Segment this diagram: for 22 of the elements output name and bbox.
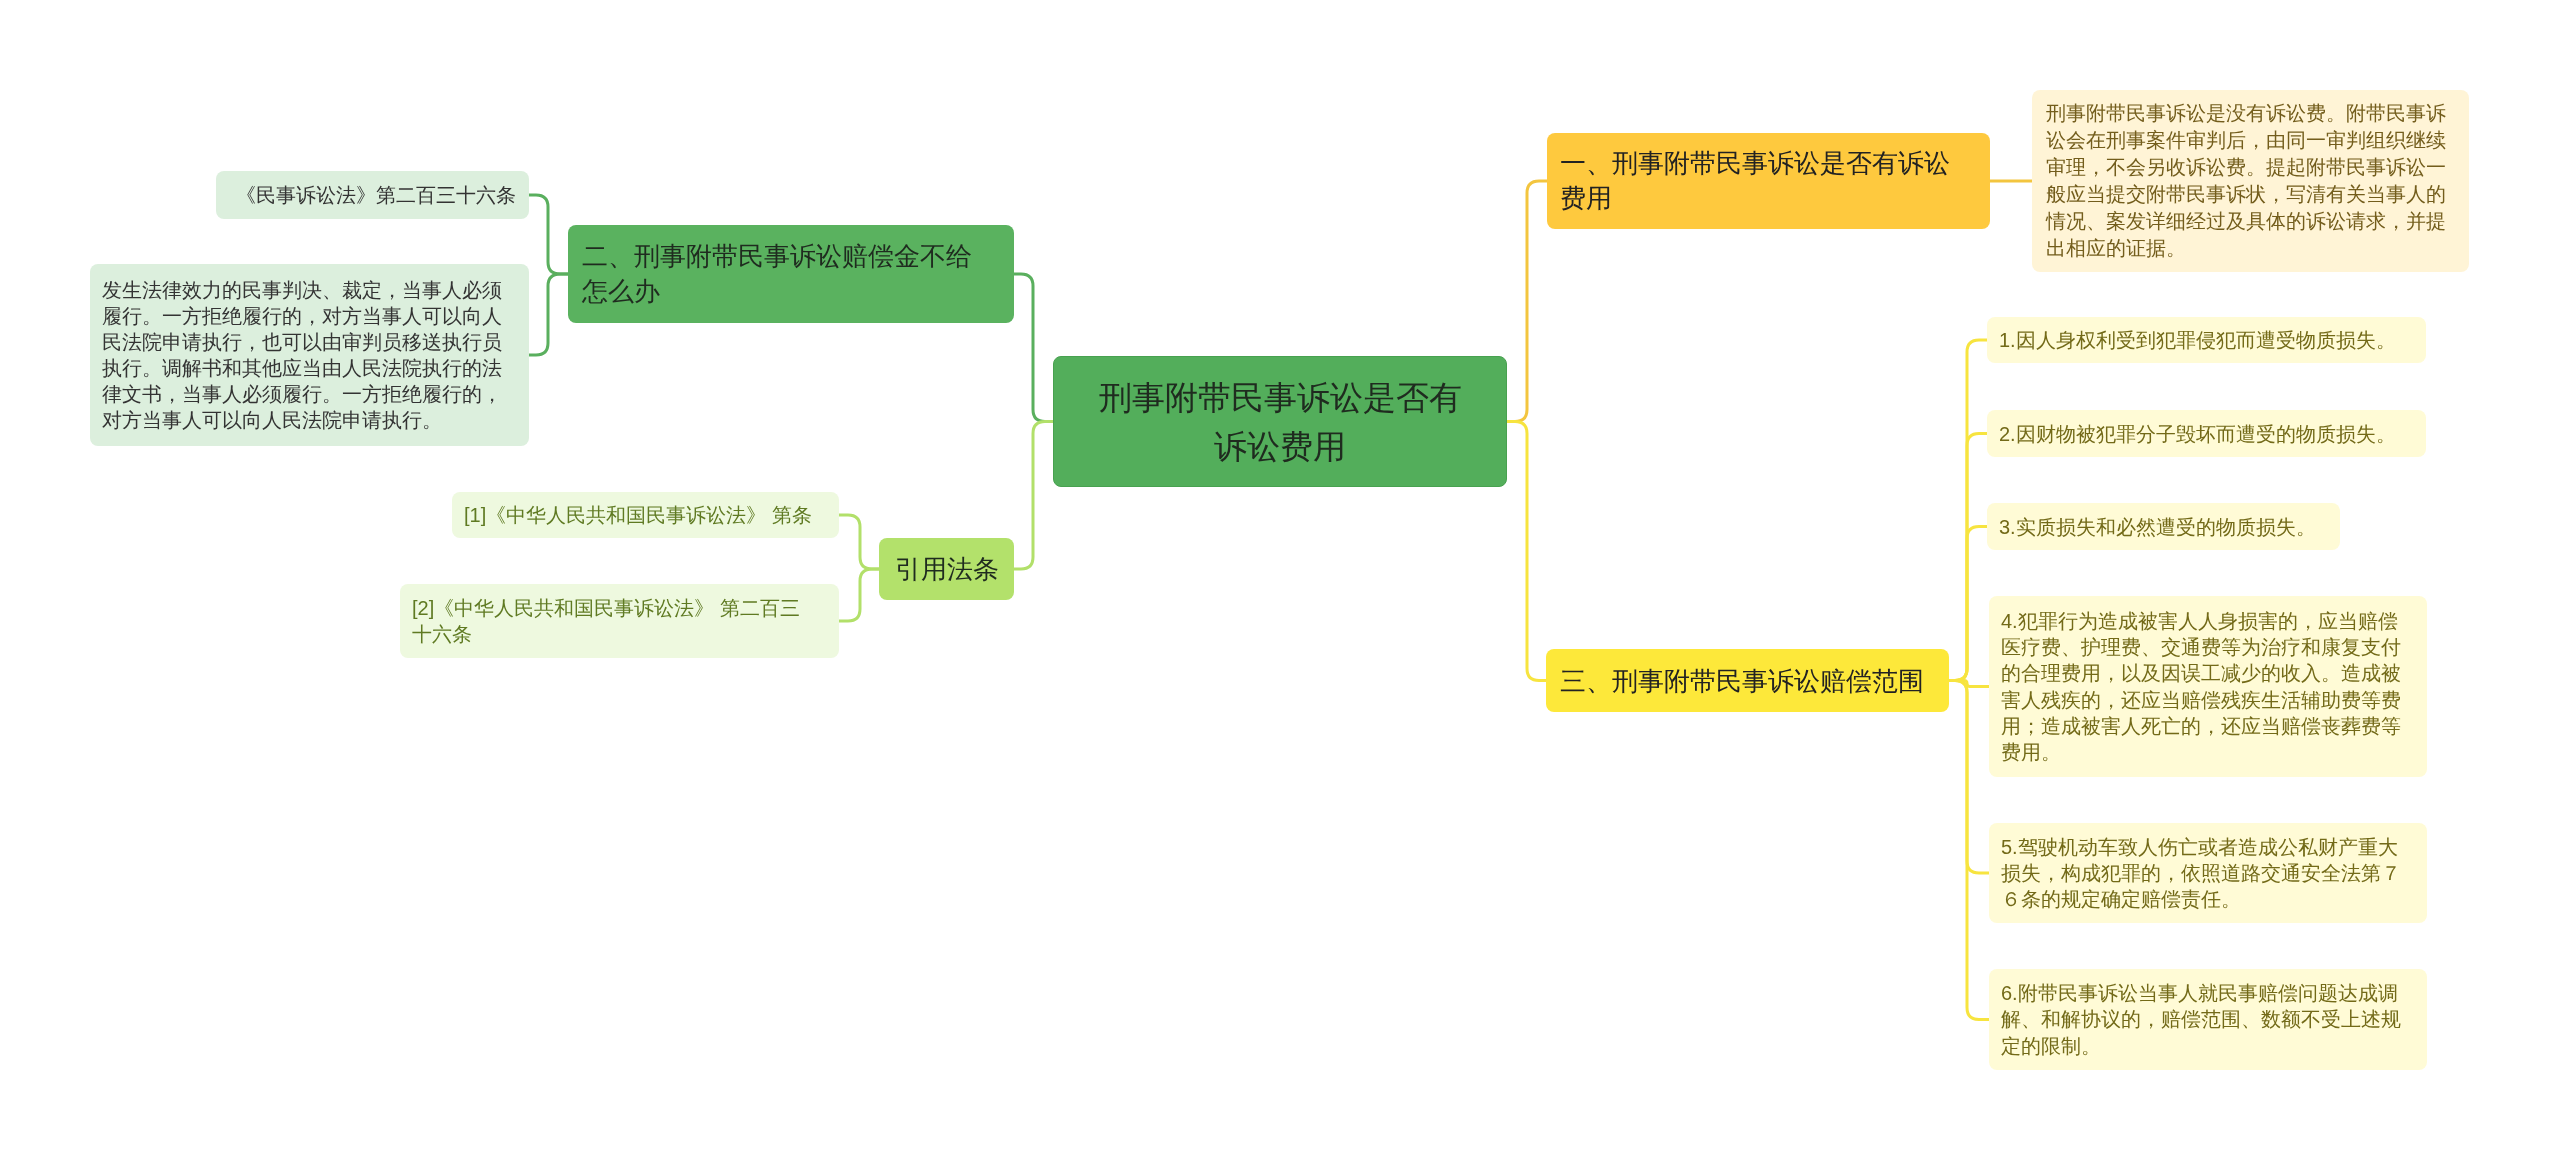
branch-topic-box: 一、刑事附带民事诉讼是否有诉讼费用 [1547,133,1990,229]
note-box: 1.因人身权利受到犯罪侵犯而遭受物质损失。 [1987,317,2426,363]
connector-line [529,272,568,357]
root-topic-box: 刑事附带民事诉讼是否有诉讼费用 [1053,356,1507,487]
note-box: [1]《中华人民共和国民事诉讼法》 第条 [452,492,839,538]
connector-line [839,567,879,623]
note-box: 《民事诉讼法》第二百三十六条 [216,171,529,219]
connector-line [1014,420,1053,571]
note-box: 2.因财物被犯罪分子毁坏而遭受的物质损失。 [1987,410,2426,457]
note-box: 3.实质损失和必然遭受的物质损失。 [1987,503,2340,550]
note-box: 6.附带民事诉讼当事人就民事赔偿问题达成调解、和解协议的，赔偿范围、数额不受上述规定的限制。 [1989,969,2427,1070]
branch-topic-box: 引用法条 [879,538,1014,600]
note-box: [2]《中华人民共和国民事诉讼法》 第二百三十六条 [400,584,839,658]
note-box: 发生法律效力的民事判决、裁定，当事人必须履行。一方拒绝履行的，对方当事人可以向人民法院申请执行，也可以由审判员移送执行员执行。调解书和其他应当由人民法院执行的法律文书，当事人必须履行。一方拒绝履行的，对方当事人可以向人民法院申请执行。 [90,264,529,446]
note-box: 5.驾驶机动车致人伤亡或者造成公私财产重大损失，构成犯罪的，依照道路交通安全法第７６条的规定确定赔偿责任。 [1989,823,2427,923]
connector-line [1507,420,1546,682]
connector-line [1990,179,2032,183]
note-box: 4.犯罪行为造成被害人人身损害的，应当赔偿医疗费、护理费、交通费等为治疗和康复支付的合理费用，以及因误工减少的收入。造成被害人残疾的，还应当赔偿残疾生活辅助费等费用；造成被害人死亡的，还应当赔偿丧葬费等费用。 [1989,596,2427,777]
note-box: 刑事附带民事诉讼是没有诉讼费。附带民事诉讼会在刑事案件审判后，由同一审判组织继续审理，不会另收诉讼费。提起附带民事诉讼一般应当提交附带民事诉状，写清有关当事人的情况、案发详细经过及具体的诉讼请求，并提出相应的证据。 [2032,90,2469,272]
branch-topic-box: 二、刑事附带民事诉讼赔偿金不给怎么办 [568,225,1014,323]
connector-line [1949,679,1989,1021]
branch-topic-box: 三、刑事附带民事诉讼赔偿范围 [1546,649,1949,712]
